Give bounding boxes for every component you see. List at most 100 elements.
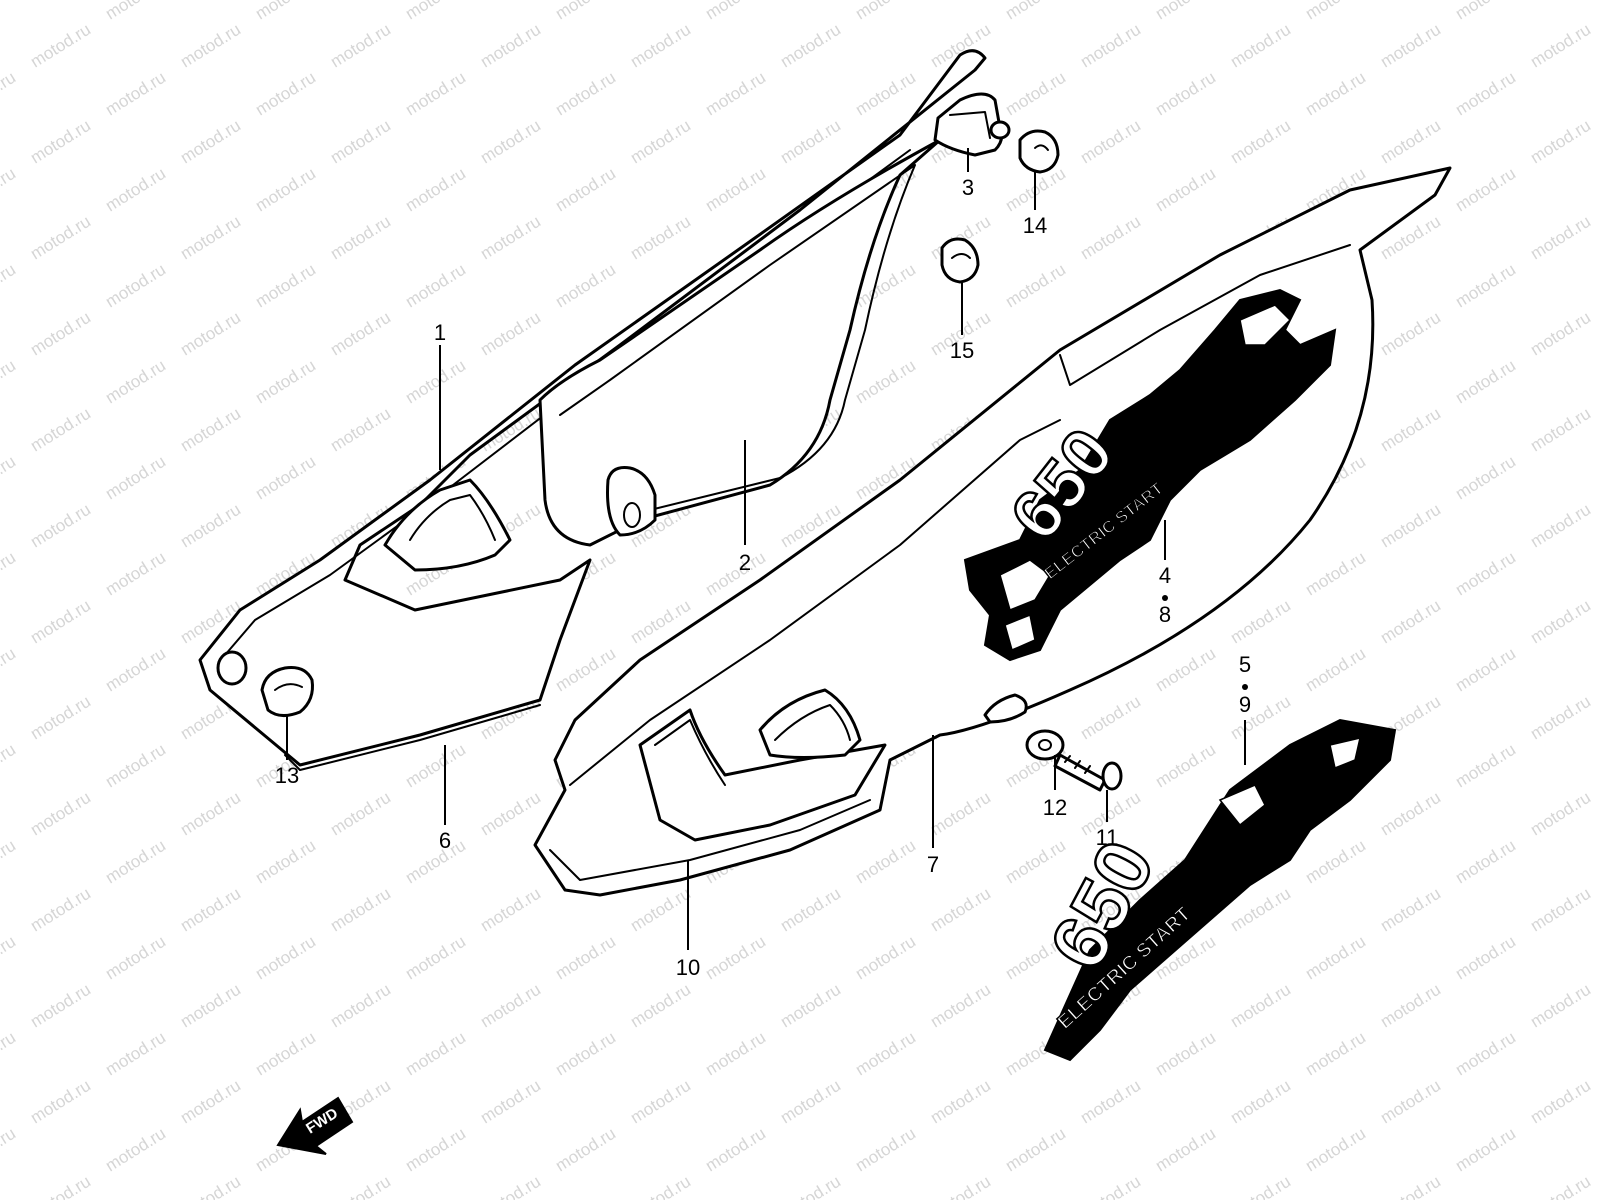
watermark-text: motod.ru — [627, 20, 694, 72]
screw-11-shank — [1053, 753, 1107, 792]
bracket-3-body — [933, 92, 1004, 157]
watermark-text: motod.ru — [327, 116, 394, 168]
watermark-text: motod.ru — [1452, 836, 1519, 888]
watermark-text: motod.ru — [627, 884, 694, 936]
callout-4-8-separator — [1162, 595, 1168, 601]
watermark-text: motod.ru — [0, 644, 19, 696]
watermark-text: motod.ru — [1527, 1172, 1594, 1200]
watermark-text: motod.ru — [777, 20, 844, 72]
watermark-text: motod.ru — [27, 788, 94, 840]
watermark-text: motod.ru — [1302, 68, 1369, 120]
callout-13: 13 — [275, 763, 299, 788]
watermark-text: motod.ru — [0, 452, 19, 504]
watermark-text: motod.ru — [1452, 1124, 1519, 1176]
watermark-text: motod.ru — [402, 740, 469, 792]
right-cover-mount-hole — [983, 693, 1028, 724]
watermark-text: motod.ru — [852, 836, 919, 888]
watermark-text: motod.ru — [1302, 932, 1369, 984]
watermark-text: motod.ru — [852, 0, 919, 23]
watermark-text: motod.ru — [627, 212, 694, 264]
watermark-text: motod.ru — [1377, 980, 1444, 1032]
grommet-13-inner — [274, 683, 303, 691]
watermark-text: motod.ru — [1227, 1172, 1294, 1200]
watermark-text: motod.ru — [27, 692, 94, 744]
watermark-text: motod.ru — [1527, 596, 1594, 648]
callout-12: 12 — [1043, 795, 1067, 820]
watermark-text: motod.ru — [1002, 260, 1069, 312]
watermark-text: motod.ru — [1377, 404, 1444, 456]
watermark-text: motod.ru — [252, 260, 319, 312]
watermark-text: motod.ru — [252, 452, 319, 504]
watermark-text: motod.ru — [402, 932, 469, 984]
decal-4-8-highlight-c — [1004, 613, 1036, 652]
watermark-text: motod.ru — [777, 884, 844, 936]
watermark-text: motod.ru — [27, 884, 94, 936]
watermark-text: motod.ru — [702, 164, 769, 216]
watermark-text: motod.ru — [702, 68, 769, 120]
watermark-text: motod.ru — [1377, 1076, 1444, 1128]
callout-15: 15 — [950, 338, 974, 363]
callout-10: 10 — [676, 955, 700, 980]
right-cover-top-rim — [1059, 244, 1351, 386]
watermark-text: motod.ru — [0, 0, 19, 23]
watermark-text: motod.ru — [1227, 20, 1294, 72]
watermark-text: motod.ru — [252, 68, 319, 120]
watermark-text: motod.ru — [252, 1028, 319, 1080]
callout-2: 2 — [739, 550, 751, 575]
watermark-text: motod.ru — [1452, 356, 1519, 408]
watermark-text: motod.ru — [1377, 116, 1444, 168]
watermark-text: motod.ru — [927, 1076, 994, 1128]
watermark-text: motod.ru — [1002, 0, 1069, 23]
left-cover-boss-hole — [623, 502, 641, 528]
watermark-text: motod.ru — [102, 356, 169, 408]
watermark-text: motod.ru — [102, 1028, 169, 1080]
watermark-text: motod.ru — [27, 1076, 94, 1128]
left-cover-window — [538, 138, 942, 547]
callout-1: 1 — [434, 320, 446, 345]
watermark-text: motod.ru — [327, 308, 394, 360]
watermark-text: motod.ru — [477, 1076, 544, 1128]
watermark-text: motod.ru — [777, 980, 844, 1032]
watermark-text: motod.ru — [1077, 1076, 1144, 1128]
watermark-text: motod.ru — [1227, 692, 1294, 744]
watermark-text: motod.ru — [1002, 836, 1069, 888]
watermark-text: motod.ru — [1452, 548, 1519, 600]
watermark-text: motod.ru — [1452, 260, 1519, 312]
decal-4-8-highlight-b — [1239, 304, 1292, 346]
watermark-text: motod.ru — [852, 68, 919, 120]
watermark-text: motod.ru — [1152, 1124, 1219, 1176]
watermark-text: motod.ru — [102, 548, 169, 600]
watermark-text: motod.ru — [0, 164, 19, 216]
watermark-text: motod.ru — [702, 0, 769, 23]
watermark-text: motod.ru — [477, 788, 544, 840]
watermark-text: motod.ru — [1527, 980, 1594, 1032]
watermark-text: motod.ru — [1527, 884, 1594, 936]
left-cover-slot — [383, 478, 512, 572]
callout-labels: 1 2 3 4 8 5 9 6 7 10 11 12 13 14 15 — [275, 175, 1251, 980]
left-frame-cover — [198, 49, 987, 771]
watermark-text: motod.ru — [402, 836, 469, 888]
watermark-text: motod.ru — [477, 308, 544, 360]
watermark-text: motod.ru — [477, 116, 544, 168]
watermark-text: motod.ru — [402, 0, 469, 23]
watermark-text: motod.ru — [0, 260, 19, 312]
watermark-text: motod.ru — [1302, 1028, 1369, 1080]
watermark-text: motod.ru — [1302, 836, 1369, 888]
watermark-text: motod.ru — [27, 404, 94, 456]
decal-4-8-highlight-a — [999, 559, 1051, 612]
watermark-text: motod.ru — [1377, 596, 1444, 648]
decal-5-9-camo-shape — [1043, 718, 1397, 1062]
watermark-text: motod.ru — [477, 1172, 544, 1200]
watermark-text: motod.ru — [1452, 932, 1519, 984]
watermark-text: motod.ru — [177, 20, 244, 72]
watermark-text: motod.ru — [402, 1124, 469, 1176]
bracket-3-edge — [949, 111, 991, 139]
watermark-text: motod.ru — [177, 116, 244, 168]
watermark-text: motod.ru — [177, 884, 244, 936]
callout-14: 14 — [1023, 213, 1047, 238]
screw-11 — [1053, 753, 1123, 792]
watermark-text: motod.ru — [177, 404, 244, 456]
watermark-text: motod.ru — [402, 68, 469, 120]
watermark-text: motod.ru — [702, 932, 769, 984]
watermark-text: motod.ru — [627, 116, 694, 168]
